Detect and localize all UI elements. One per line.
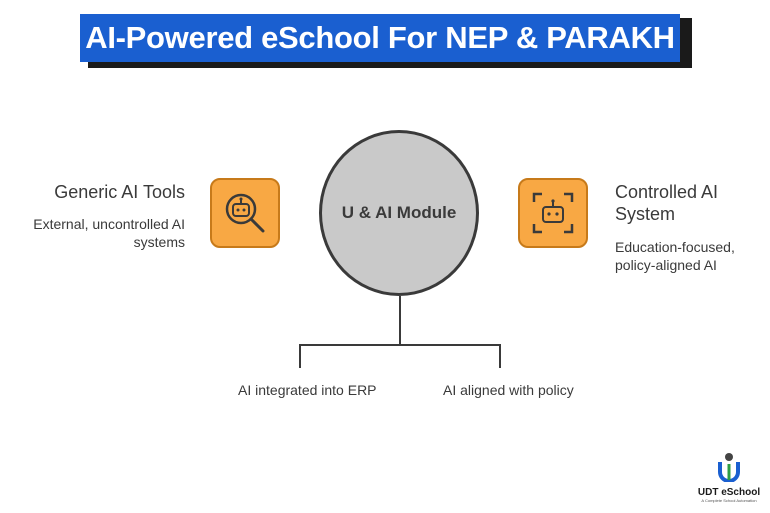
branch-leaf-erp: AI integrated into ERP [238,382,377,398]
generic-ai-description: External, uncontrolled AI systems [33,216,185,250]
center-module-circle: U & AI Module [319,130,479,296]
generic-ai-title: Generic AI Tools [54,182,185,202]
udt-eschool-logo: UDT eSchool A Complete School Automation [697,452,761,503]
logo-name: UDT eSchool [697,487,761,498]
udt-logo-mark-icon [718,453,740,483]
robot-magnifier-icon [225,193,265,233]
controlled-ai-title: Controlled AI System [615,182,719,224]
robot-focus-frame-icon [532,192,574,234]
branch-leaf-policy: AI aligned with policy [443,382,574,398]
title-banner: AI-Powered eSchool For NEP & PARAKH [80,14,680,62]
generic-ai-icon-box [210,178,280,248]
controlled-ai-icon-box [518,178,588,248]
logo-tagline: A Complete School Automation [701,498,757,503]
center-module-label: U & AI Module [341,203,457,222]
page-title: AI-Powered eSchool For NEP & PARAKH [85,20,675,55]
controlled-ai-description: Education-focused, policy-aligned AI [615,239,735,273]
